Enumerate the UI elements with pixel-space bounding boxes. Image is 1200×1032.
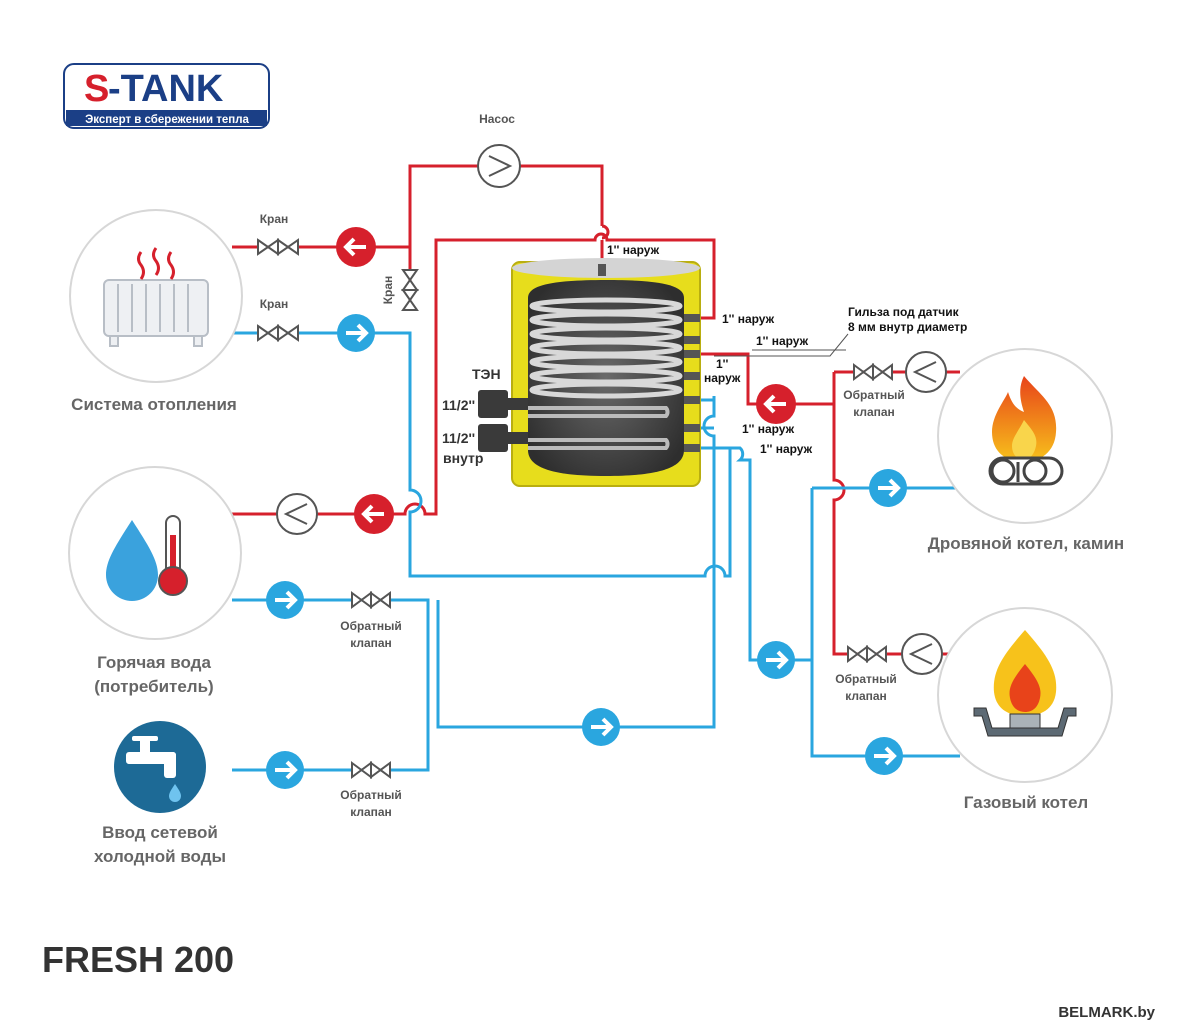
port-label-5: 1'' наруж [760, 442, 813, 456]
model-title: FRESH 200 [42, 939, 234, 980]
flow-arrow-right-icon [266, 751, 304, 789]
flow-arrow-right-icon [266, 581, 304, 619]
port-label-1: 1'' наруж [722, 312, 775, 326]
flow-arrow-right-icon [757, 641, 795, 679]
valve-icon-coldwater [351, 761, 391, 779]
cold-pipes [232, 331, 960, 772]
tap-icon-circle [114, 721, 206, 813]
logo-text: ‑TANK [108, 68, 224, 110]
heat-waves-icon [137, 247, 175, 280]
ten-size-label-2: 11/2'' [442, 430, 475, 446]
check-valve-gas-label-1: Обратный [835, 672, 897, 686]
pump-icon-top [477, 144, 521, 188]
flow-arrow-left-icon [336, 227, 376, 267]
check-valve-cw-label-2: клапан [350, 805, 392, 819]
pump-icon-wood [905, 351, 947, 393]
sensor-label-1: Гильза под датчик [848, 305, 960, 319]
ten-inner-label: внутр [443, 450, 483, 466]
port-label-3b: наруж [704, 371, 741, 385]
heating-elements [528, 406, 670, 450]
ten-connectors [478, 390, 528, 452]
watermark: BELMARK.by [1058, 1004, 1155, 1021]
radiator-icon-circle [69, 209, 243, 383]
flow-arrow-right-icon [865, 737, 903, 775]
radiator-icon [103, 279, 209, 347]
sensor-leader-lines [714, 333, 849, 357]
pumps [276, 144, 947, 675]
valve-label-vertical: Кран [381, 276, 395, 305]
check-valve-hw-label-2: клапан [350, 636, 392, 650]
wood-boiler-label: Дровяной котел, камин [928, 534, 1124, 553]
cold-water-label-line1: Ввод сетевой [102, 823, 218, 842]
pump-icon-gas [901, 633, 943, 675]
tank-ports [684, 314, 700, 452]
valve-icon-wood [853, 363, 893, 381]
port-label-2: 1'' наруж [756, 334, 809, 348]
ten-size-label-1: 11/2'' [442, 397, 475, 413]
port-label-top: 1'' наруж [607, 243, 660, 257]
valve-label-return: Кран [260, 297, 289, 311]
port-label-4: 1'' наруж [742, 422, 795, 436]
check-valve-gas-label-2: клапан [845, 689, 887, 703]
check-valve-hw-label-1: Обратный [340, 619, 402, 633]
heat-exchanger-coil [529, 297, 683, 399]
thermometer-icon [158, 515, 188, 596]
flow-arrows [266, 227, 907, 789]
water-tap-icon [126, 736, 176, 778]
diagram-labels: Насос Кран Кран Кран Система отопления Г… [42, 112, 1156, 1021]
flow-arrow-left-icon [756, 384, 796, 424]
flow-arrow-left-icon [354, 494, 394, 534]
cold-water-label-line2: холодной воды [94, 847, 226, 866]
logs-icon [988, 456, 1064, 486]
flow-arrow-right-icon [337, 314, 375, 352]
valve-icon-hotwater [351, 591, 391, 609]
gas-boiler-icon-circle [937, 607, 1113, 783]
brand-logo: S ‑TANK Эксперт в сбережении тепла [63, 63, 270, 129]
check-valve-wood-label-2: клапан [853, 405, 895, 419]
check-valve-cw-label-1: Обратный [340, 788, 402, 802]
flow-arrow-right-icon [582, 708, 620, 746]
flow-arrow-right-icon [869, 469, 907, 507]
valve-icon-gas [847, 645, 887, 663]
water-drop-icon [106, 520, 158, 601]
valve-icon-heating-return [257, 324, 299, 342]
gas-boiler-label: Газовый котел [964, 793, 1088, 812]
hot-water-icon-circle [68, 466, 242, 640]
heating-system-label: Система отопления [71, 395, 237, 414]
hot-water-label-line1: Горячая вода [97, 653, 211, 672]
gas-burner-icon [973, 707, 1077, 737]
water-drop-small-icon [169, 784, 181, 802]
ten-label: ТЭН [472, 366, 501, 382]
valve-label-supply: Кран [260, 212, 289, 226]
storage-tank [478, 258, 701, 487]
logo-s: S [84, 68, 109, 110]
sensor-label-2: 8 мм внутр диаметр [848, 320, 967, 334]
valve-icon-heating-supply [257, 238, 299, 256]
pump-label: Насос [479, 112, 515, 126]
hot-water-label-line2: (потребитель) [94, 677, 213, 696]
valve-icon-vertical [401, 269, 419, 311]
valves [257, 238, 893, 779]
check-valve-wood-label-1: Обратный [843, 388, 905, 402]
logo-slogan: Эксперт в сбережении тепла [85, 114, 249, 126]
wood-boiler-icon-circle [937, 348, 1113, 524]
firewood-flame-icon [992, 376, 1057, 462]
pump-icon-hotwater [276, 493, 318, 535]
port-label-3a: 1'' [716, 357, 729, 371]
